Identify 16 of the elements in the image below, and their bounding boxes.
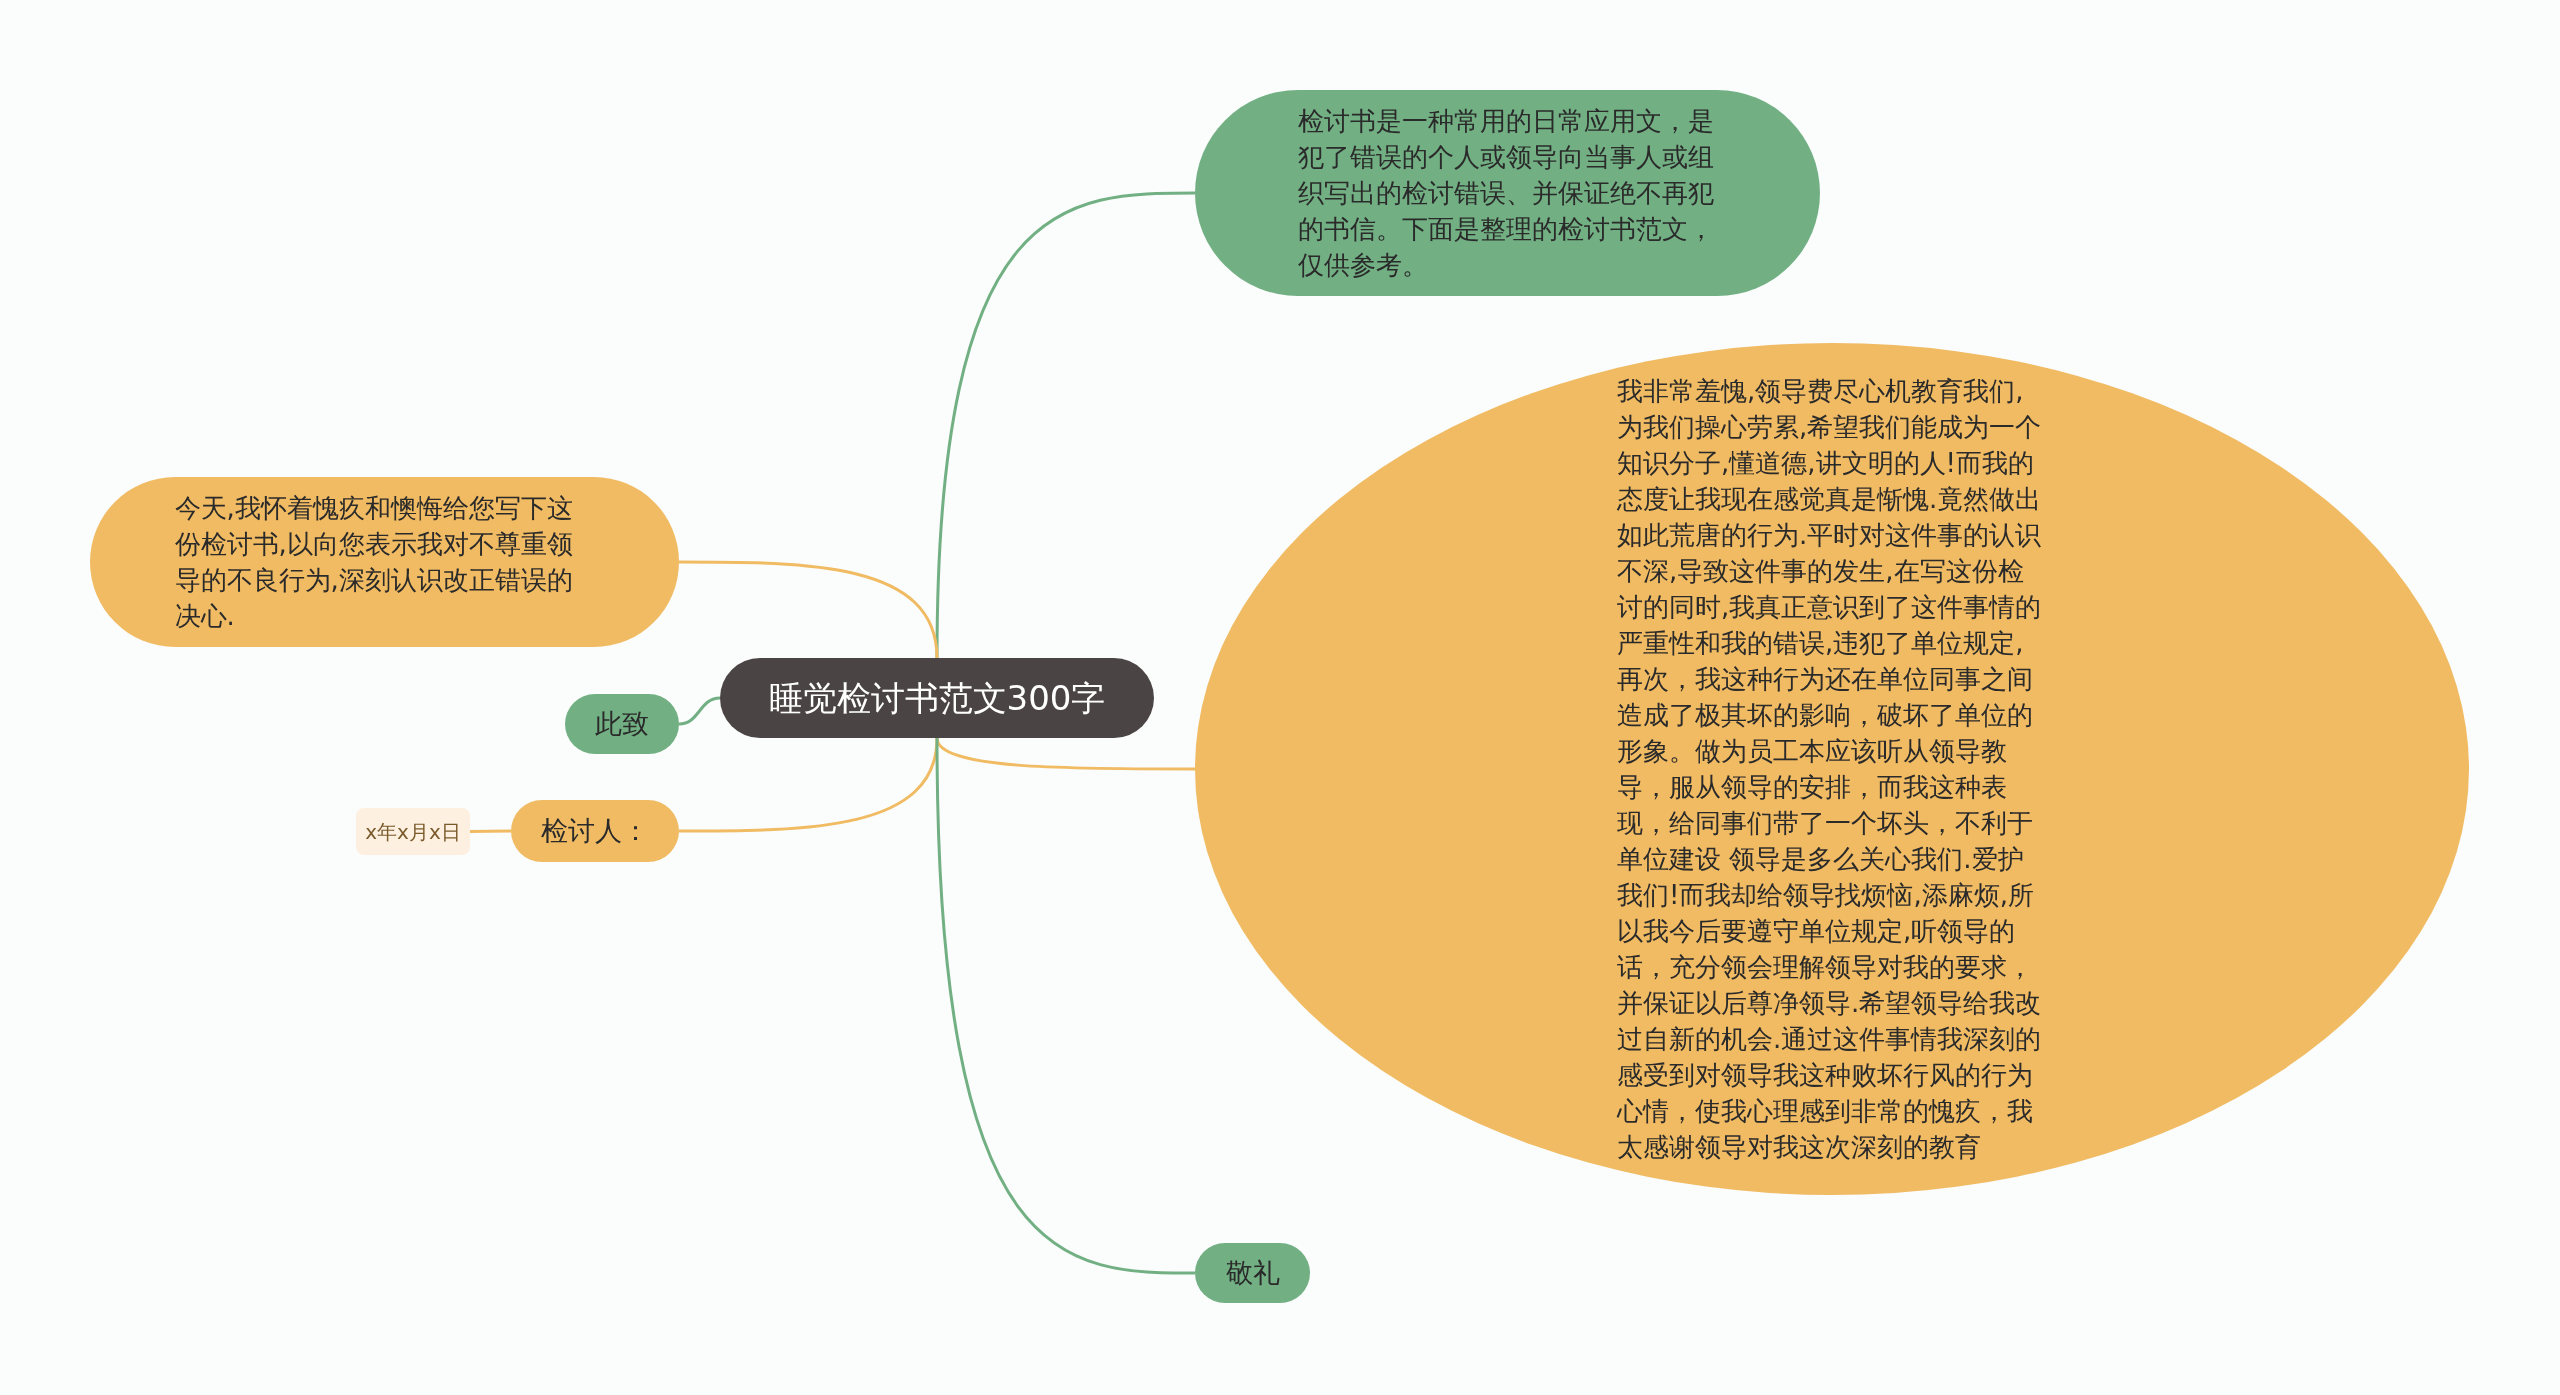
- connector-line: [679, 737, 939, 833]
- node-text: 我非常羞愧,领导费尽心机教育我们,为我们操心劳累,希望我们能成为一个知识分子,懂道德,讲文明的人!而我的态度让我现在感觉真是惭愧.竟然做出如此荒唐的行为.平时对这件事的认识不深,导致这件事的发生,在写这份检讨的同时,我真正意识到了这件事情的严重性和我的错误,违犯了单位规定,再次，我这种行为还在单位同事之间造成了极其坏的影响，破坏了单位的形象。做为员工本应该听从领导教导，服从领导的安排，而我这种表现，给同事们带了一个坏头，不利于单位建设 领导是多么关心我们.爱护我们!而我却给领导找烦恼,添麻烦,所以我今后要遵守单位规定,听领导的话，充分领会理解领导对我的要求，并保证以后尊净领导.希望领导给我改过自新的机会.通过这件事情我深刻的感受到对领导我这种败坏行风的行为心情，使我心理感到非常的愧疚，我太感谢领导对我这次深刻的教育: [1617, 375, 2043, 1164]
- node-text: 敬礼: [1225, 1256, 1280, 1290]
- node-text: 今天,我怀着愧疚和懊悔给您写下这份检讨书,以向您表示我对不尊重领导的不良行为,深刻认识改正错误的决心.: [174, 492, 574, 633]
- node-text: 此致: [595, 707, 649, 741]
- topic-box: [1195, 1243, 1310, 1303]
- connector-line: [935, 737, 1195, 1275]
- subtopic-box: [356, 808, 470, 855]
- node-text: 检讨书是一种常用的日常应用文，是犯了错误的个人或领导向当事人或组织写出的检讨错误、并保证绝不再犯的书信。下面是整理的检讨书范文，仅供参考。: [1297, 105, 1715, 282]
- connector-line: [678, 696, 721, 726]
- node-text: x年x月x日: [365, 818, 461, 846]
- node-text: 检讨人：: [541, 814, 649, 848]
- topic-box: [565, 694, 679, 754]
- connector-line: [469, 829, 512, 833]
- node-text: 睡觉检讨书范文300字: [768, 677, 1106, 720]
- connector-line: [679, 560, 939, 659]
